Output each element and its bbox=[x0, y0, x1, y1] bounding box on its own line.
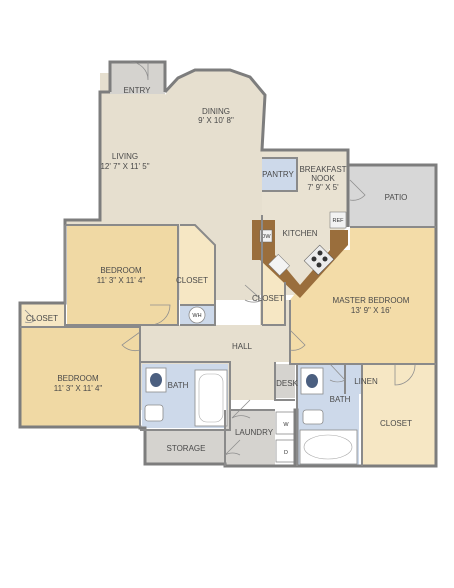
refrigerator-label: REF bbox=[333, 218, 345, 224]
patio-label: PATIO bbox=[385, 193, 408, 202]
bath-1-fixtures bbox=[144, 367, 228, 427]
linen-label: LINEN bbox=[354, 377, 378, 386]
dishwasher-label: DW bbox=[261, 234, 271, 240]
desk-label: DESK bbox=[276, 379, 298, 388]
pantry-label: PANTRY bbox=[262, 170, 294, 179]
bath-1-label: BATH bbox=[168, 381, 189, 390]
water-heater-label: WH bbox=[192, 313, 201, 319]
bedroom-1-dims: 11' 3" X 11' 4" bbox=[97, 276, 146, 285]
breakfast-nook-label: BREAKFAST bbox=[299, 165, 346, 174]
washer-label: W bbox=[283, 422, 289, 428]
hall-closet-floor bbox=[262, 255, 285, 325]
bedroom-1-label: BEDROOM bbox=[100, 266, 142, 275]
dining-label: DINING bbox=[202, 107, 230, 116]
master-closet-label: CLOSET bbox=[380, 419, 412, 428]
master-bedroom-dims: 13' 9" X 16' bbox=[351, 306, 392, 315]
master-lower-wall bbox=[289, 300, 436, 365]
door-swings bbox=[24, 61, 416, 456]
entry-label: ENTRY bbox=[124, 86, 152, 95]
laundry-floor bbox=[225, 410, 275, 466]
kitchen-label: KITCHEN bbox=[282, 229, 317, 238]
pantry-wall bbox=[262, 157, 298, 192]
stove-icon bbox=[303, 244, 335, 276]
hall-label: HALL bbox=[232, 342, 253, 351]
breakfast-nook-label-2: NOOK bbox=[311, 174, 335, 183]
breakfast-nook-dims: 7' 9" X 5' bbox=[307, 183, 339, 192]
water-heater bbox=[188, 306, 206, 324]
kitchen-sink-icon bbox=[268, 254, 290, 276]
bedroom-2-label: BEDROOM bbox=[57, 374, 99, 383]
closet-2-floor bbox=[20, 303, 65, 327]
bath-2-fixtures bbox=[299, 367, 358, 465]
living-dims: 12' 7" X 11' 5" bbox=[100, 162, 149, 171]
refrigerator bbox=[329, 211, 347, 229]
bath-2-label: BATH bbox=[330, 395, 351, 404]
hall-closet-label: CLOSET bbox=[252, 294, 284, 303]
desk-wall bbox=[274, 362, 295, 401]
living-label: LIVING bbox=[112, 152, 138, 161]
desk-floor bbox=[275, 364, 295, 398]
entry-floor bbox=[110, 62, 165, 94]
bedroom-1-floor bbox=[67, 226, 178, 325]
laundry-label: LAUNDRY bbox=[235, 428, 274, 437]
dining-dims: 9' X 10' 8" bbox=[198, 116, 234, 125]
pantry-floor bbox=[262, 158, 297, 191]
bedroom-2-dims: 11' 3" X 11' 4" bbox=[54, 384, 103, 393]
dryer-label: D bbox=[284, 450, 288, 456]
master-closet-floor bbox=[362, 364, 436, 465]
closet-1-wall bbox=[180, 224, 216, 326]
master-bedroom-label: MASTER BEDROOM bbox=[333, 296, 410, 305]
closet-1-label: CLOSET bbox=[176, 276, 208, 285]
closet-2-label: CLOSET bbox=[26, 314, 58, 323]
bedroom-2-floor bbox=[20, 327, 140, 427]
exterior-wall bbox=[18, 68, 438, 468]
hall-closet-wall bbox=[262, 282, 286, 326]
bedroom-2-wall bbox=[20, 326, 141, 427]
living-area-floor bbox=[65, 70, 350, 300]
storage-label: STORAGE bbox=[167, 444, 206, 453]
storage-floor bbox=[145, 430, 225, 464]
bedroom-1-wall bbox=[65, 224, 179, 326]
closet-1-floor bbox=[180, 226, 215, 305]
entry-wall bbox=[108, 60, 167, 92]
patio-floor bbox=[348, 165, 436, 227]
